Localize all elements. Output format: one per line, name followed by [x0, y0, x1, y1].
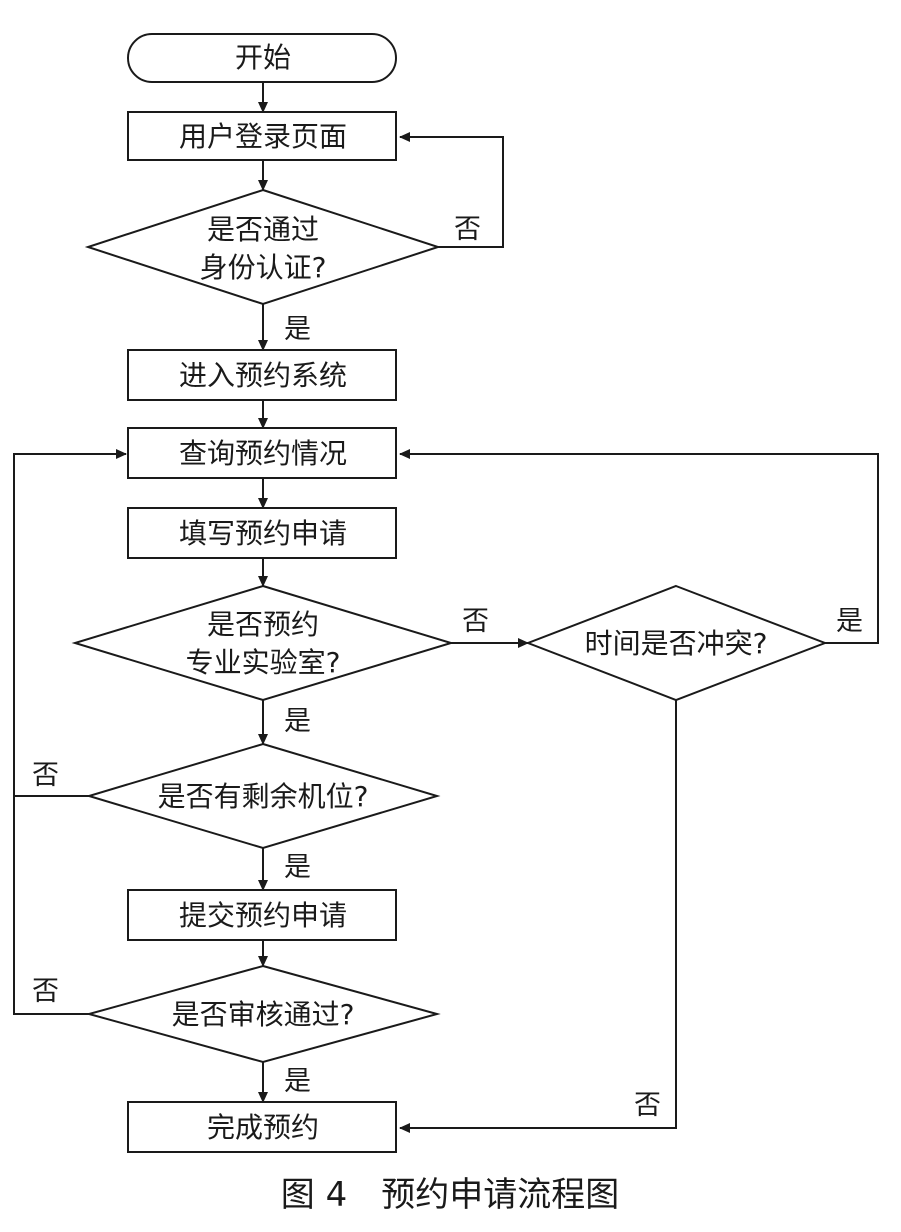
- query-status-box: [127, 427, 397, 479]
- edge-auth-no-to-login: [399, 132, 504, 248]
- auth-no-label: 否: [454, 214, 481, 245]
- enter-system-label: 进入预约系统: [179, 359, 347, 392]
- auth-check-label-line2: 身份认证?: [200, 251, 327, 284]
- conflict-yes-label: 是: [836, 606, 863, 637]
- seats-check-label: 是否有剩余机位?: [158, 780, 369, 813]
- login-label: 用户登录页面: [179, 120, 347, 153]
- lab-check-label-line2: 专业实验室?: [186, 646, 341, 679]
- edge-seats-no-to-query: [13, 449, 127, 797]
- edge-conflict-yes-to-query: [399, 449, 879, 644]
- approval-check-label: 是否审核通过?: [172, 998, 355, 1031]
- nodes: [71, 33, 828, 1153]
- start-terminal: [127, 33, 397, 83]
- approval-check-diamond: [85, 964, 441, 1064]
- seats-check-diamond: [85, 742, 441, 850]
- edge-conflict-no-to-complete: [399, 700, 677, 1133]
- fill-application-box: [127, 507, 397, 559]
- figure-caption: 图 4 预约申请流程图: [281, 1175, 619, 1215]
- node-labels: 开始 用户登录页面 是否通过 身份认证? 进入预约系统 查询预约情况 填写预约申…: [158, 41, 768, 1144]
- auth-check-diamond: [84, 188, 442, 306]
- submit-application-box: [127, 889, 397, 941]
- auth-check-label-line1: 是否通过: [207, 213, 319, 246]
- lab-check-diamond: [71, 584, 455, 702]
- seats-yes-label: 是: [284, 852, 311, 883]
- lab-check-label-line1: 是否预约: [207, 608, 319, 641]
- approval-no-label: 否: [32, 976, 59, 1007]
- lab-no-label: 否: [462, 606, 489, 637]
- fill-application-label: 填写预约申请: [179, 517, 347, 550]
- time-conflict-label: 时间是否冲突?: [585, 627, 768, 660]
- query-status-label: 查询预约情况: [179, 437, 347, 470]
- edge-labels: 否 是 否 是 是 否 否 是 否 是: [32, 214, 863, 1121]
- time-conflict-diamond: [525, 584, 828, 702]
- complete-label: 完成预约: [207, 1111, 319, 1144]
- auth-yes-label: 是: [284, 314, 311, 345]
- login-page-box: [127, 111, 397, 161]
- edge-approval-no-to-left-loop: [13, 790, 89, 1015]
- approval-yes-label: 是: [284, 1066, 311, 1097]
- conflict-no-label: 否: [634, 1090, 661, 1121]
- complete-box: [127, 1101, 397, 1153]
- seats-no-label: 否: [32, 760, 59, 791]
- edges: [13, 82, 879, 1133]
- enter-system-box: [127, 349, 397, 401]
- submit-application-label: 提交预约申请: [179, 899, 347, 932]
- lab-yes-label: 是: [284, 706, 311, 737]
- start-label: 开始: [235, 41, 291, 74]
